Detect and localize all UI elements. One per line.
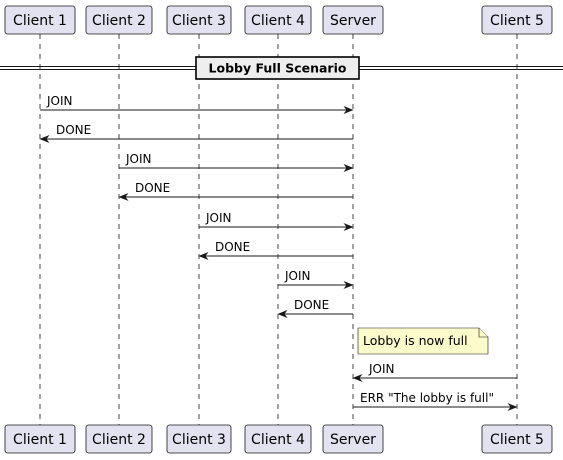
participant-label: Server bbox=[330, 13, 376, 29]
message-client-5-to-server: JOIN bbox=[352, 362, 517, 382]
participant-label: Client 5 bbox=[490, 13, 544, 29]
message-server-to-client-5: ERR "The lobby is full" bbox=[353, 391, 518, 411]
participant-label: Client 2 bbox=[92, 13, 146, 29]
message-label: JOIN bbox=[205, 211, 232, 225]
participant-client-2-bottom: Client 2 bbox=[85, 424, 153, 454]
message-server-to-client-3: DONE bbox=[198, 240, 353, 260]
participant-client-5-bottom: Client 5 bbox=[481, 424, 553, 454]
participant-box bbox=[481, 5, 553, 35]
note: Lobby is now full bbox=[357, 327, 489, 355]
message-label: DONE bbox=[135, 181, 170, 195]
message-server-to-client-2: DONE bbox=[118, 181, 353, 201]
message-label: JOIN bbox=[125, 152, 152, 166]
note-text: Lobby is now full bbox=[363, 333, 468, 348]
participant-label: Client 4 bbox=[251, 13, 305, 29]
message-client-2-to-server: JOIN bbox=[119, 152, 354, 172]
participant-client-1-top: Client 1 bbox=[4, 5, 76, 35]
participant-box bbox=[85, 5, 153, 35]
participant-label: Client 1 bbox=[13, 432, 67, 448]
message-client-4-to-server: JOIN bbox=[278, 269, 354, 289]
participant-label: Client 2 bbox=[92, 432, 146, 448]
participant-server-bottom: Server bbox=[322, 424, 384, 454]
participant-box bbox=[166, 5, 232, 35]
divider-box bbox=[195, 56, 360, 80]
participant-client-4-top: Client 4 bbox=[244, 5, 312, 35]
participant-box bbox=[322, 424, 384, 454]
participant-label: Client 4 bbox=[251, 432, 305, 448]
message-label: DONE bbox=[215, 240, 250, 254]
divider-label: Lobby Full Scenario bbox=[209, 61, 347, 76]
message-label: DONE bbox=[56, 123, 91, 137]
message-label: ERR "The lobby is full" bbox=[360, 391, 494, 405]
participant-box bbox=[322, 5, 384, 35]
participant-label: Client 1 bbox=[13, 13, 67, 29]
note-fold bbox=[478, 328, 488, 338]
message-client-1-to-server: JOIN bbox=[40, 94, 354, 114]
note-box bbox=[357, 327, 489, 355]
participant-box bbox=[244, 5, 312, 35]
message-server-to-client-1: DONE bbox=[39, 123, 353, 143]
participant-label: Server bbox=[330, 432, 376, 448]
participant-box bbox=[85, 424, 153, 454]
participant-box bbox=[166, 424, 232, 454]
message-label: DONE bbox=[294, 298, 329, 312]
participant-label: Client 5 bbox=[490, 432, 544, 448]
participant-box bbox=[4, 5, 76, 35]
message-label: JOIN bbox=[284, 269, 311, 283]
participant-label: Client 3 bbox=[172, 13, 226, 29]
participant-box bbox=[481, 424, 553, 454]
message-server-to-client-4: DONE bbox=[277, 298, 353, 318]
participant-client-4-bottom: Client 4 bbox=[244, 424, 312, 454]
message-label: JOIN bbox=[46, 94, 73, 108]
message-label: JOIN bbox=[368, 362, 395, 376]
participant-client-3-top: Client 3 bbox=[166, 5, 232, 35]
participant-client-1-bottom: Client 1 bbox=[4, 424, 76, 454]
participant-client-3-bottom: Client 3 bbox=[166, 424, 232, 454]
participant-label: Client 3 bbox=[172, 432, 226, 448]
participant-client-5-top: Client 5 bbox=[481, 5, 553, 35]
participant-server-top: Server bbox=[322, 5, 384, 35]
participant-box bbox=[244, 424, 312, 454]
message-client-3-to-server: JOIN bbox=[199, 211, 354, 231]
participant-box bbox=[4, 424, 76, 454]
participant-client-2-top: Client 2 bbox=[85, 5, 153, 35]
